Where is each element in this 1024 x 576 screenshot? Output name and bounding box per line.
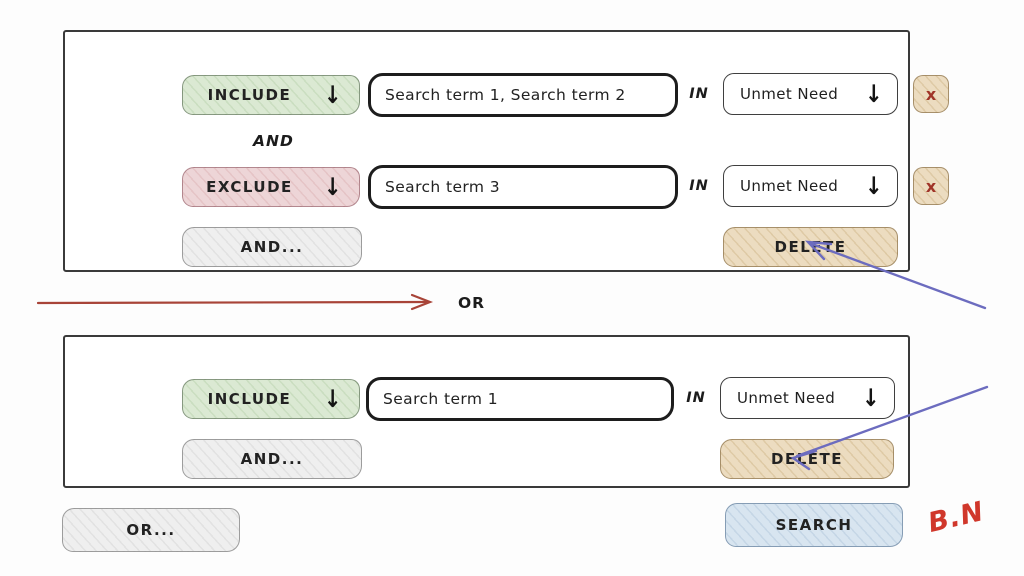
search-label: SEARCH (775, 516, 853, 534)
add-and-condition-button[interactable]: AND... (182, 227, 362, 267)
search-terms-input[interactable]: Search term 1, Search term 2 (368, 73, 678, 117)
delete-group-button[interactable]: DELETE (723, 227, 898, 267)
chevron-down-icon: ↓ (323, 80, 343, 109)
search-button[interactable]: SEARCH (725, 503, 903, 547)
delete-label: DELETE (774, 238, 847, 256)
operator-label: INCLUDE (207, 86, 292, 104)
delete-label: DELETE (771, 450, 843, 468)
add-and-label: AND... (240, 238, 304, 256)
in-label: IN (689, 86, 709, 102)
operator-dropdown-exclude[interactable]: EXCLUDE ↓ (182, 167, 360, 207)
add-and-label: AND... (240, 450, 304, 468)
operator-label: INCLUDE (207, 390, 292, 408)
in-label: IN (686, 390, 706, 406)
and-connector-label: AND (253, 132, 294, 150)
search-terms-value: Search term 3 (385, 178, 500, 196)
chevron-down-icon: ↓ (865, 171, 883, 200)
close-icon: x (925, 84, 937, 104)
remove-row-button[interactable]: x (913, 167, 949, 205)
search-terms-input[interactable]: Search term 3 (368, 165, 678, 209)
chevron-down-icon: ↓ (862, 383, 880, 412)
chevron-down-icon: ↓ (865, 79, 883, 108)
operator-dropdown-include[interactable]: INCLUDE ↓ (182, 75, 360, 115)
add-or-label: OR... (126, 521, 176, 539)
delete-group-button[interactable]: DELETE (720, 439, 894, 479)
field-label: Unmet Need (737, 389, 836, 407)
field-label: Unmet Need (740, 177, 839, 195)
field-dropdown-unmet-need[interactable]: Unmet Need ↓ (723, 165, 898, 207)
search-terms-value: Search term 1 (383, 390, 498, 408)
operator-label: EXCLUDE (206, 178, 293, 196)
add-and-condition-button[interactable]: AND... (182, 439, 362, 479)
author-signature: B.N (925, 496, 988, 539)
or-connector-label: OR (458, 294, 486, 312)
or-flow-arrow (36, 293, 434, 311)
add-or-group-button[interactable]: OR... (62, 508, 240, 552)
chevron-down-icon: ↓ (323, 384, 343, 413)
operator-dropdown-include[interactable]: INCLUDE ↓ (182, 379, 360, 419)
close-icon: x (925, 176, 937, 196)
search-terms-value: Search term 1, Search term 2 (385, 86, 626, 104)
in-label: IN (689, 178, 709, 194)
search-terms-input[interactable]: Search term 1 (366, 377, 674, 421)
remove-row-button[interactable]: x (913, 75, 949, 113)
field-label: Unmet Need (740, 85, 839, 103)
field-dropdown-unmet-need[interactable]: Unmet Need ↓ (723, 73, 898, 115)
field-dropdown-unmet-need[interactable]: Unmet Need ↓ (720, 377, 895, 419)
query-group-2: INCLUDE ↓ Search term 1 IN Unmet Need ↓ … (63, 335, 910, 488)
chevron-down-icon: ↓ (323, 172, 343, 201)
query-group-1: INCLUDE ↓ Search term 1, Search term 2 I… (63, 30, 949, 272)
